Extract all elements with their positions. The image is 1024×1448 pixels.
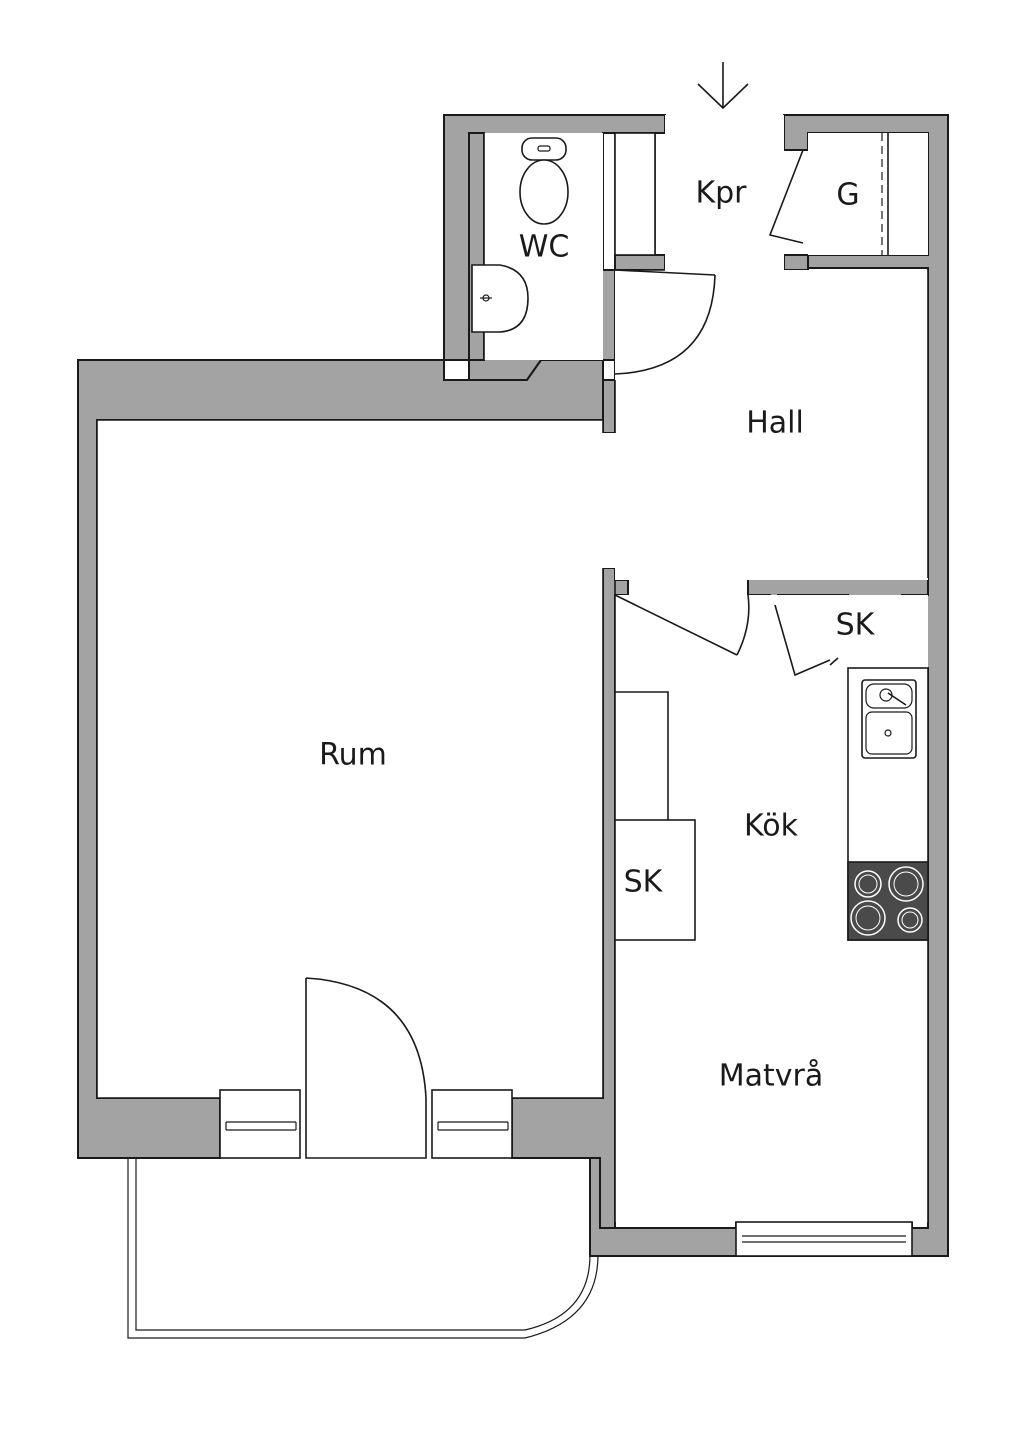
room-label-g: G (836, 178, 859, 213)
toilet-icon (519, 137, 569, 225)
room-label-kpr: Kpr (695, 176, 747, 211)
entrance-arrow-icon (697, 62, 749, 110)
room-label-rum: Rum (319, 738, 387, 773)
room-label-kok: Kök (744, 809, 799, 844)
room-label-wc: WC (519, 230, 570, 265)
sk-door (774, 604, 839, 677)
room-label-matvra: Matvrå (719, 1059, 824, 1094)
kitchen-door (614, 594, 750, 656)
wc-door (614, 269, 716, 375)
room-label-hall: Hall (746, 406, 804, 441)
sink-icon (861, 679, 917, 759)
stove-icon (847, 861, 929, 941)
room-label-sk-hall: SK (836, 608, 876, 643)
balcony-door (305, 977, 427, 1159)
kitchen-window (735, 1221, 913, 1257)
kitchen-storage (614, 691, 696, 941)
g-door (768, 133, 889, 255)
balcony-window-left (219, 1089, 301, 1159)
balcony (127, 1158, 599, 1339)
kpr-closet (614, 132, 656, 256)
washbasin-icon (471, 264, 529, 333)
balcony-window-right (431, 1089, 513, 1159)
room-outlines (96, 133, 929, 1229)
room-label-sk-kok: SK (624, 865, 664, 900)
